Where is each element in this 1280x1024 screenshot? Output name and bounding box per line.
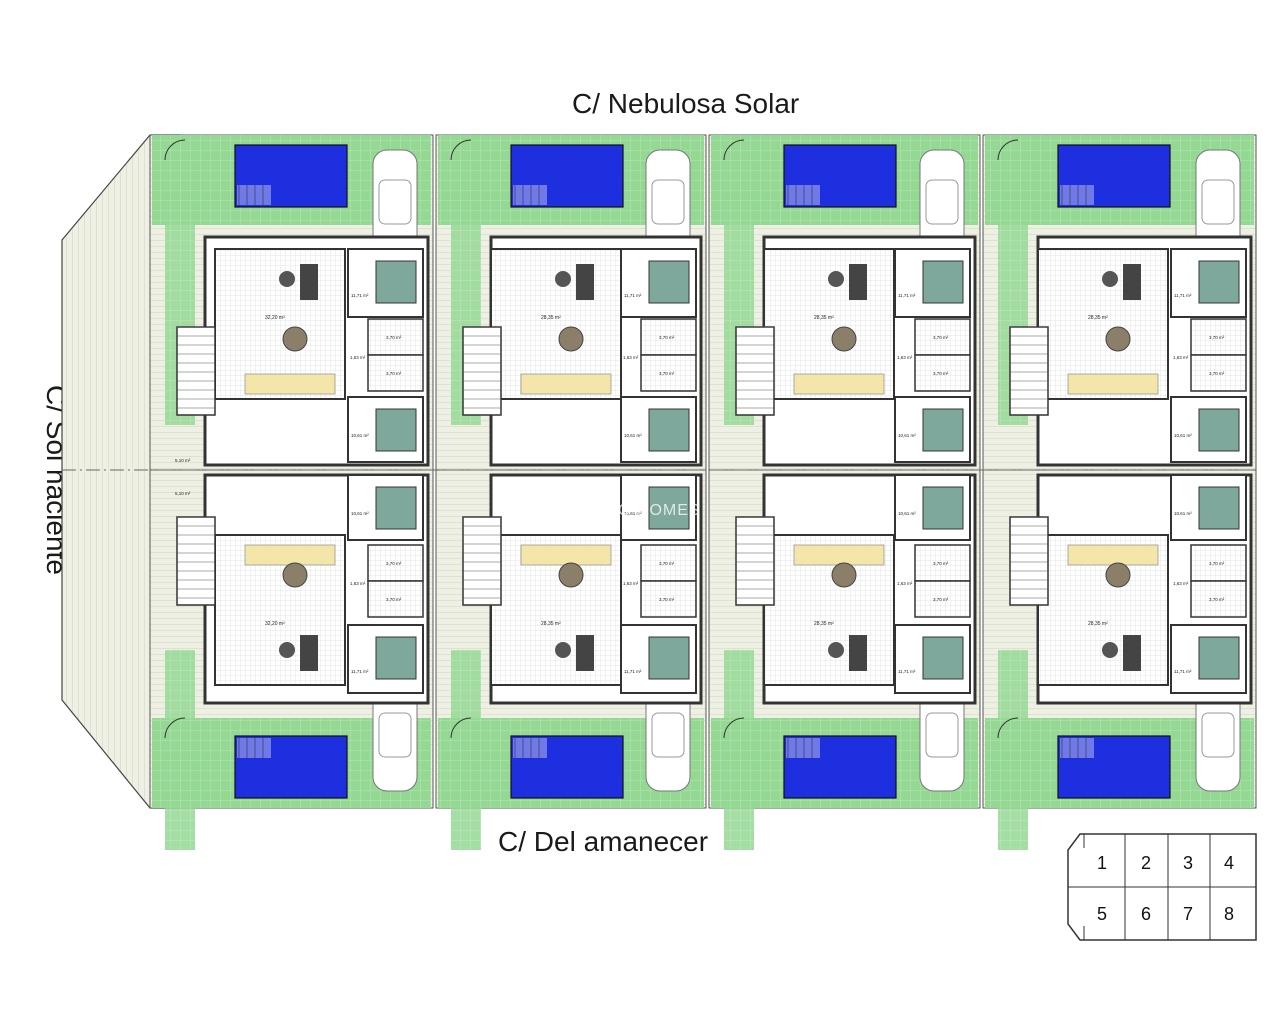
unit-6: 28,35 m² 11,71 m² 10,61 m² 3,70 m² 3,70 m² 1,… <box>435 469 707 850</box>
area-bath-b: 3,70 m² <box>386 371 402 376</box>
area-hall: 1,63 m² <box>623 355 639 360</box>
area-living: 28,35 m² <box>1088 621 1108 627</box>
area-bedroom-b: 10,61 m² <box>898 511 916 516</box>
area-bath-a: 3,70 m² <box>386 561 402 566</box>
area-bath-a: 3,70 m² <box>386 335 402 340</box>
unit-7: 28,35 m² 11,71 m² 10,61 m² 3,70 m² 3,70 m² 1,… <box>708 469 981 850</box>
area-hall: 1,63 m² <box>897 581 913 586</box>
unit-5: 32,20 m² 11,71 m² 10,61 m² 3,70 m² 3,70 m² 1,… <box>149 469 434 850</box>
area-living: 28,35 m² <box>814 621 834 627</box>
key-cell-2: 2 <box>1141 853 1151 873</box>
street-label-top: C/ Nebulosa Solar <box>572 88 800 119</box>
unit-key-map: 1 2 3 4 5 6 7 8 <box>1067 833 1257 941</box>
street-label-bottom: C/ Del amanecer <box>498 826 709 857</box>
area-bath-a: 3,70 m² <box>659 335 675 340</box>
area-bedroom-b: 10,61 m² <box>898 433 916 438</box>
area-bedroom-b: 10,61 m² <box>351 511 369 516</box>
unit-4: 28,35 m² 11,71 m² 10,61 m² 3,70 m² 3,70 m² 1,… <box>982 134 1257 471</box>
staircase <box>735 326 775 416</box>
area-small: 5,10 m² <box>175 458 191 463</box>
area-hall: 1,63 m² <box>623 581 639 586</box>
bed <box>922 408 964 452</box>
staircase <box>735 516 775 606</box>
area-bath-b: 3,70 m² <box>933 371 949 376</box>
unit-8: 28,35 m² 11,71 m² 10,61 m² 3,70 m² 3,70 m² 1,… <box>982 469 1257 850</box>
key-cell-5: 5 <box>1097 904 1107 924</box>
area-bedroom-a: 11,71 m² <box>351 293 369 298</box>
area-living: 28,35 m² <box>541 621 561 627</box>
area-bedroom-a: 11,71 m² <box>624 669 642 674</box>
area-bath-b: 3,70 m² <box>659 597 675 602</box>
area-bedroom-b: 10,61 m² <box>1174 511 1192 516</box>
staircase <box>176 516 216 606</box>
area-bath-b: 3,70 m² <box>1209 597 1225 602</box>
bed <box>375 636 417 680</box>
area-bedroom-b: 10,61 m² <box>624 511 642 516</box>
area-living: 28,35 m² <box>1088 315 1108 321</box>
key-cell-4: 4 <box>1224 853 1234 873</box>
bed <box>1198 636 1240 680</box>
area-bath-b: 3,70 m² <box>1209 371 1225 376</box>
unit-3: 28,35 m² 11,71 m² 10,61 m² 3,70 m² 3,70 m² 1,… <box>708 134 981 471</box>
bed <box>648 408 690 452</box>
bed <box>922 486 964 530</box>
units-layer: 32,20 m² 11,71 m² 10,61 m² 3,70 m² 3,70 m² 1,… <box>61 134 1257 850</box>
unit-1: 32,20 m² 11,71 m² 10,61 m² 3,70 m² 3,70 m² 1,… <box>149 134 434 471</box>
area-bedroom-a: 11,71 m² <box>1174 669 1192 674</box>
area-hall: 1,63 m² <box>1173 355 1189 360</box>
area-hall: 1,63 m² <box>350 581 366 586</box>
unit-2: 28,35 m² 11,71 m² 10,61 m² 3,70 m² 3,70 m² 1,… <box>435 134 707 471</box>
bed <box>1198 260 1240 304</box>
area-bath-a: 3,70 m² <box>1209 335 1225 340</box>
key-cell-7: 7 <box>1183 904 1193 924</box>
area-bath-a: 3,70 m² <box>659 561 675 566</box>
bed <box>922 260 964 304</box>
watermark: RE ROMO HOMES <box>548 502 701 519</box>
area-bath-b: 3,70 m² <box>933 597 949 602</box>
staircase <box>462 326 502 416</box>
area-bath-a: 3,70 m² <box>933 335 949 340</box>
area-bedroom-a: 11,71 m² <box>898 293 916 298</box>
area-bedroom-b: 10,61 m² <box>351 433 369 438</box>
area-bedroom-a: 11,71 m² <box>898 669 916 674</box>
area-bath-b: 3,70 m² <box>386 597 402 602</box>
area-small: 5,10 m² <box>175 491 191 496</box>
key-cell-8: 8 <box>1224 904 1234 924</box>
area-bath-a: 3,70 m² <box>1209 561 1225 566</box>
area-hall: 1,63 m² <box>897 355 913 360</box>
area-living: 32,20 m² <box>265 315 285 321</box>
bed <box>375 486 417 530</box>
area-bath-b: 3,70 m² <box>659 371 675 376</box>
bed <box>648 486 690 530</box>
bed <box>1198 408 1240 452</box>
staircase <box>1009 326 1049 416</box>
staircase <box>176 326 216 416</box>
area-bedroom-a: 11,71 m² <box>624 293 642 298</box>
area-living: 28,35 m² <box>814 315 834 321</box>
bed <box>648 260 690 304</box>
area-living: 28,35 m² <box>541 315 561 321</box>
bed <box>375 408 417 452</box>
area-hall: 1,63 m² <box>350 355 366 360</box>
key-cell-3: 3 <box>1183 853 1193 873</box>
area-living: 32,20 m² <box>265 621 285 627</box>
area-bedroom-b: 10,61 m² <box>624 433 642 438</box>
key-cell-6: 6 <box>1141 904 1151 924</box>
bed <box>648 636 690 680</box>
staircase <box>462 516 502 606</box>
area-hall: 1,63 m² <box>1173 581 1189 586</box>
bed <box>375 260 417 304</box>
bed <box>1198 486 1240 530</box>
area-bedroom-a: 11,71 m² <box>1174 293 1192 298</box>
area-bedroom-b: 10,61 m² <box>1174 433 1192 438</box>
staircase <box>1009 516 1049 606</box>
key-cell-1: 1 <box>1097 853 1107 873</box>
bed <box>922 636 964 680</box>
area-bedroom-a: 11,71 m² <box>351 669 369 674</box>
area-bath-a: 3,70 m² <box>933 561 949 566</box>
